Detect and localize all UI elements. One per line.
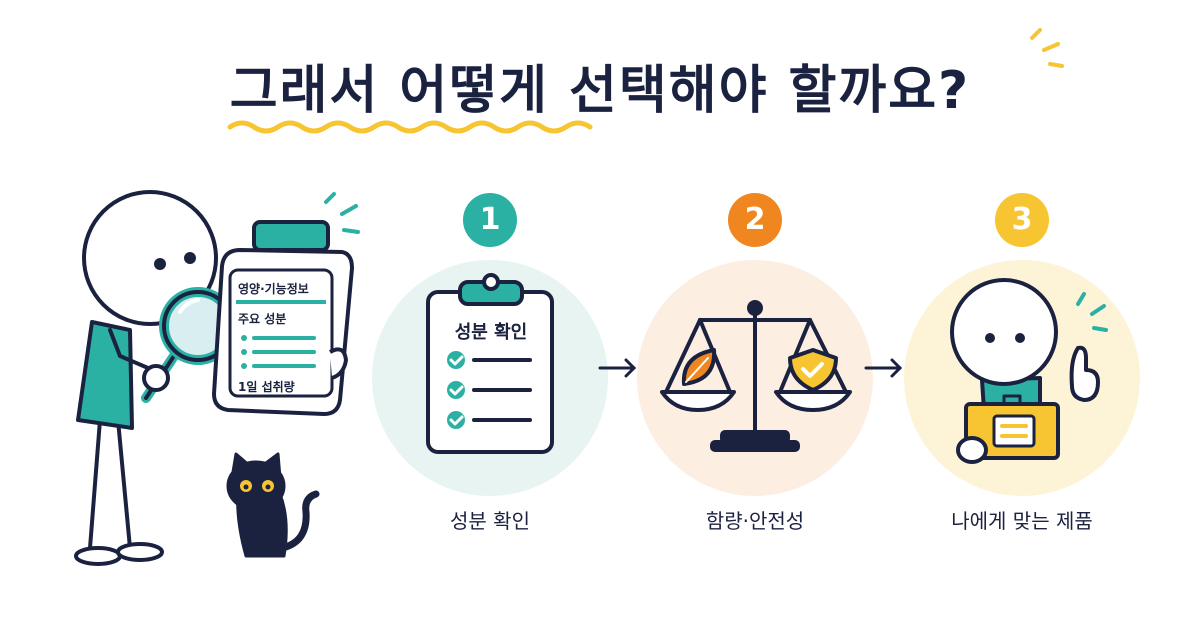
sparkle-icon xyxy=(1030,28,1064,68)
step3-sparkle-icon xyxy=(1076,292,1108,332)
step3-number: 3 xyxy=(1011,202,1033,237)
person-thumbs-up-box-icon xyxy=(950,278,1100,464)
arrow-right-icon xyxy=(598,358,637,378)
clipboard-title: 성분 확인 xyxy=(454,322,528,343)
title-underline xyxy=(227,120,593,134)
step1-label: 성분 확인 xyxy=(450,509,530,533)
clipboard-checklist-icon xyxy=(426,273,554,454)
page-title: 그래서 어떻게 선택해야 할까요? xyxy=(229,61,971,121)
black-cat xyxy=(226,452,320,558)
step1-badge xyxy=(463,193,517,247)
step1-number: 1 xyxy=(479,202,501,237)
balance-scale-icon xyxy=(660,300,852,452)
step2-number: 2 xyxy=(744,202,766,237)
step3-label: 나에게 맞는 제품 xyxy=(951,509,1093,533)
step2-badge xyxy=(728,193,782,247)
step3-badge xyxy=(995,193,1049,247)
bottle-sparkle-icon xyxy=(324,192,360,234)
arrow-right-icon xyxy=(864,358,903,378)
bottle-daily-intake: 1일 섭취량 xyxy=(238,380,295,394)
step2-label: 함량·안전성 xyxy=(705,509,805,533)
bottle-label-title: 영양·기능정보 xyxy=(238,282,309,296)
bottle-main-ingredients: 주요 성분 xyxy=(238,312,287,326)
supplement-bottle xyxy=(212,220,354,416)
